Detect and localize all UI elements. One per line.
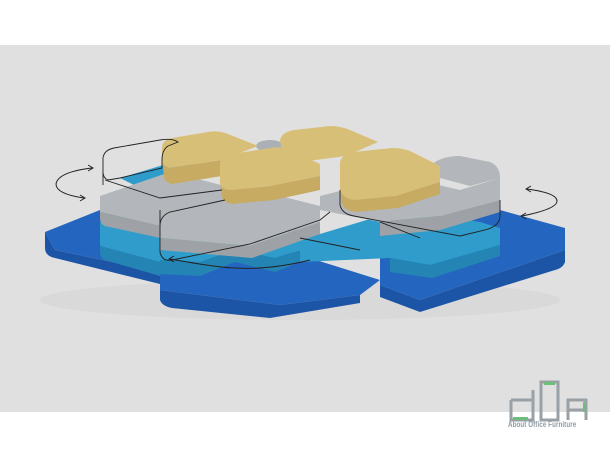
logo-accent-bar xyxy=(513,417,528,420)
logo-accent-bar xyxy=(544,382,555,385)
bottom-rotate-arrow xyxy=(168,255,311,269)
brand-logo-text: About Office Furniture xyxy=(508,420,577,429)
yellow-cushions xyxy=(162,126,440,212)
brand-logo-mark xyxy=(509,380,588,422)
right-rotate-arrow xyxy=(520,185,558,220)
left-rotate-arrow xyxy=(55,164,94,202)
wireframe-outlines xyxy=(102,138,501,261)
logo-accent-bar xyxy=(583,402,586,412)
